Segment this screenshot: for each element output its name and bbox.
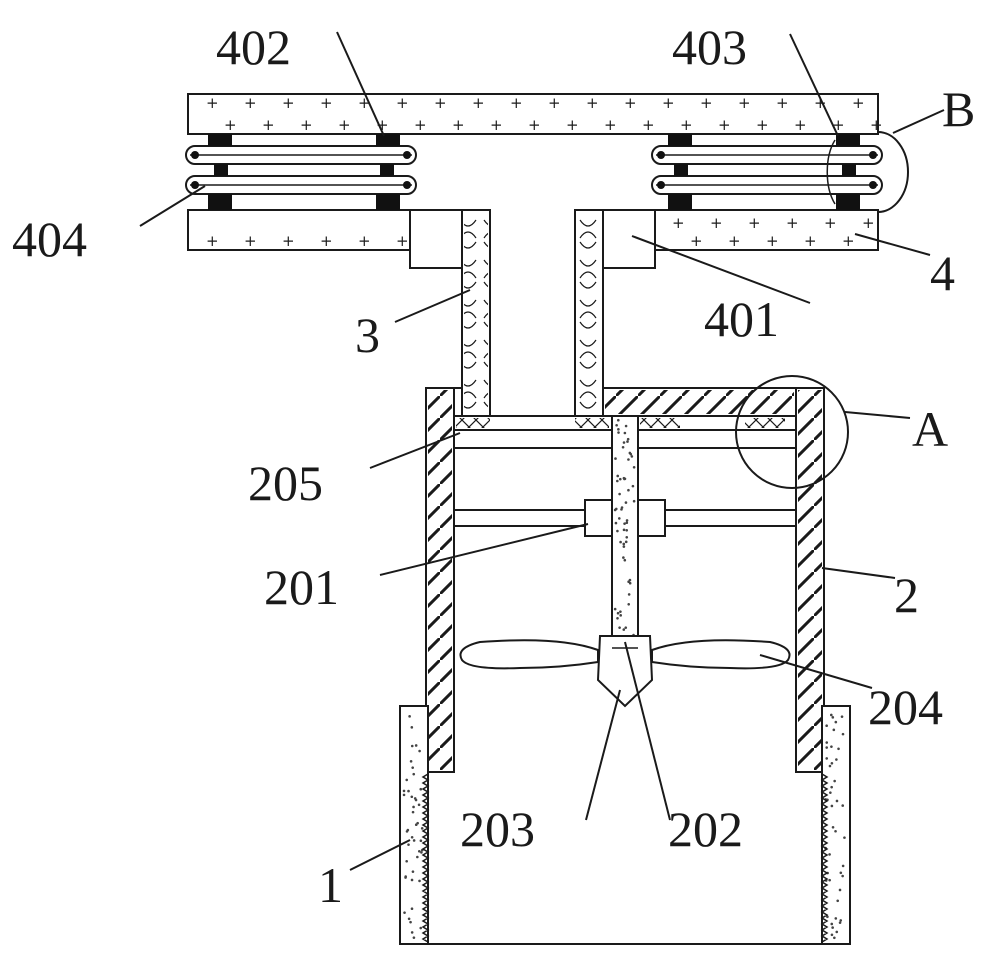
svg-text:+: + [766,232,779,250]
label-401: 401 [704,291,779,347]
svg-text:+: + [786,214,799,232]
svg-text:+: + [662,94,675,112]
svg-text:+: + [814,94,827,112]
svg-text:+: + [748,214,761,232]
svg-text:+: + [672,214,685,232]
svg-text:+: + [376,116,389,134]
label-a: A [912,401,948,457]
bracket-left [409,209,463,269]
top-plate-assembly: + + + + + + + + + + + + + + + + + + + + + + + + + + + + + + + + + + + + + + + +… [185,93,909,251]
svg-text:+: + [756,116,769,134]
svg-text:+: + [490,116,503,134]
svg-text:+: + [206,232,219,250]
svg-text:+: + [690,232,703,250]
svg-text:+: + [528,116,541,134]
svg-text:+: + [434,94,447,112]
lower-plate-left [187,209,411,251]
svg-text:+: + [604,116,617,134]
svg-text:+: + [282,94,295,112]
svg-text:+: + [396,232,409,250]
svg-text:+: + [794,116,807,134]
svg-text:+: + [680,116,693,134]
svg-text:+: + [320,94,333,112]
label-b: B [942,81,975,137]
label-404: 404 [12,211,87,267]
stirrer-hub-203 [596,635,654,708]
svg-text:+: + [718,116,731,134]
label-403: 403 [672,19,747,75]
bracket-right [602,209,656,269]
plate-plus-marks: + + + + + + + + + + + + + + + + + + + + + + + + + + + + + + + + + + + + + + + +… [206,94,883,250]
svg-text:+: + [224,116,237,134]
spring-stack-right [651,134,883,210]
svg-text:+: + [396,94,409,112]
svg-text:+: + [262,116,275,134]
label-402: 402 [216,19,291,75]
svg-text:+: + [710,214,723,232]
svg-text:+: + [472,94,485,112]
svg-text:+: + [244,232,257,250]
detail-circle-b [877,131,909,213]
lower-plate-right [654,209,879,251]
spring-stack-left [185,134,417,210]
svg-text:+: + [244,94,257,112]
label-2: 2 [894,567,919,623]
svg-text:+: + [320,232,333,250]
base-1 [399,705,851,945]
svg-text:+: + [700,94,713,112]
svg-text:+: + [804,232,817,250]
stirrer-blades-204 [459,635,791,708]
upper-plate [187,93,879,135]
label-3: 3 [355,307,380,363]
svg-text:+: + [862,214,875,232]
svg-text:+: + [338,116,351,134]
svg-text:+: + [624,94,637,112]
svg-text:+: + [852,94,865,112]
svg-text:+: + [206,94,219,112]
label-4: 4 [930,245,955,301]
detail-circle-a [735,375,849,489]
label-204: 204 [868,679,943,735]
label-205: 205 [248,455,323,511]
callout-labels: 402 403 B 404 4 401 3 A 205 201 2 204 20… [12,19,975,913]
label-201: 201 [264,559,339,615]
svg-text:+: + [548,94,561,112]
label-202: 202 [668,801,743,857]
svg-text:+: + [870,116,883,134]
svg-text:+: + [738,94,751,112]
svg-text:+: + [510,94,523,112]
svg-text:+: + [282,232,295,250]
housing-2 [425,387,825,773]
label-1: 1 [318,857,343,913]
svg-text:+: + [414,116,427,134]
label-203: 203 [460,801,535,857]
svg-text:+: + [824,214,837,232]
svg-text:+: + [452,116,465,134]
leader-lines [139,31,945,871]
svg-text:+: + [728,232,741,250]
svg-text:+: + [642,116,655,134]
column-3 [461,209,604,431]
svg-text:+: + [300,116,313,134]
svg-text:+: + [358,232,371,250]
svg-text:+: + [586,94,599,112]
svg-text:+: + [776,94,789,112]
svg-text:+: + [842,232,855,250]
svg-text:+: + [566,116,579,134]
